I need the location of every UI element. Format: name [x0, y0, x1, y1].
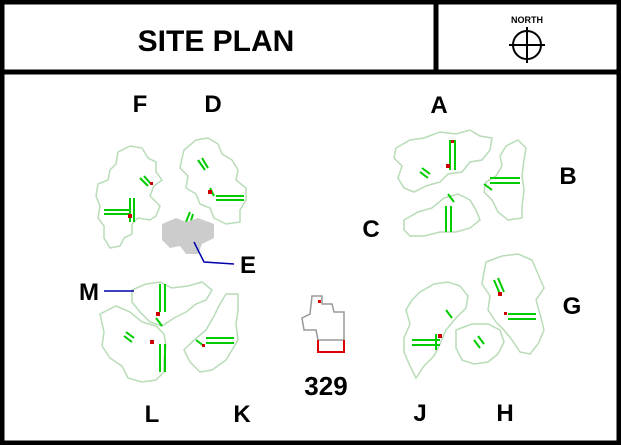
- leader-line-e: [193, 241, 235, 265]
- north-label: NORTH: [511, 15, 543, 25]
- doors-west-lower: [150, 312, 205, 347]
- label-building-h: H: [496, 400, 513, 427]
- label-building-j: J: [413, 400, 426, 427]
- building-b: [483, 139, 527, 221]
- building-e-existing: [162, 218, 214, 254]
- label-building-m: M: [79, 279, 99, 306]
- label-building-k: K: [233, 401, 251, 428]
- building-h: [455, 323, 505, 365]
- building-g: [481, 253, 545, 355]
- corridors-west-lower: [123, 284, 234, 372]
- building-f: [95, 145, 164, 249]
- label-building-c: C: [362, 216, 379, 243]
- page-title: SITE PLAN: [138, 25, 295, 58]
- label-building-l: L: [145, 401, 160, 428]
- building-number-329: 329: [304, 371, 347, 401]
- building-d: [179, 137, 247, 225]
- doors-west-upper: [128, 182, 212, 218]
- building-329: [301, 295, 345, 353]
- doors-east-lower: [438, 292, 507, 338]
- label-building-f: F: [133, 91, 148, 118]
- label-building-g: G: [563, 293, 582, 320]
- building-k: [183, 293, 239, 373]
- doors-east-upper: [446, 140, 454, 168]
- corridors-east-lower: [412, 277, 536, 350]
- label-building-b: B: [559, 163, 576, 190]
- north-arrow-compass-icon: NORTH: [509, 15, 545, 63]
- building-j: [403, 281, 469, 380]
- label-building-e: E: [240, 252, 256, 279]
- label-building-d: D: [204, 91, 221, 118]
- label-building-a: A: [430, 92, 447, 119]
- building-a: [393, 129, 493, 193]
- building-c: [403, 193, 481, 237]
